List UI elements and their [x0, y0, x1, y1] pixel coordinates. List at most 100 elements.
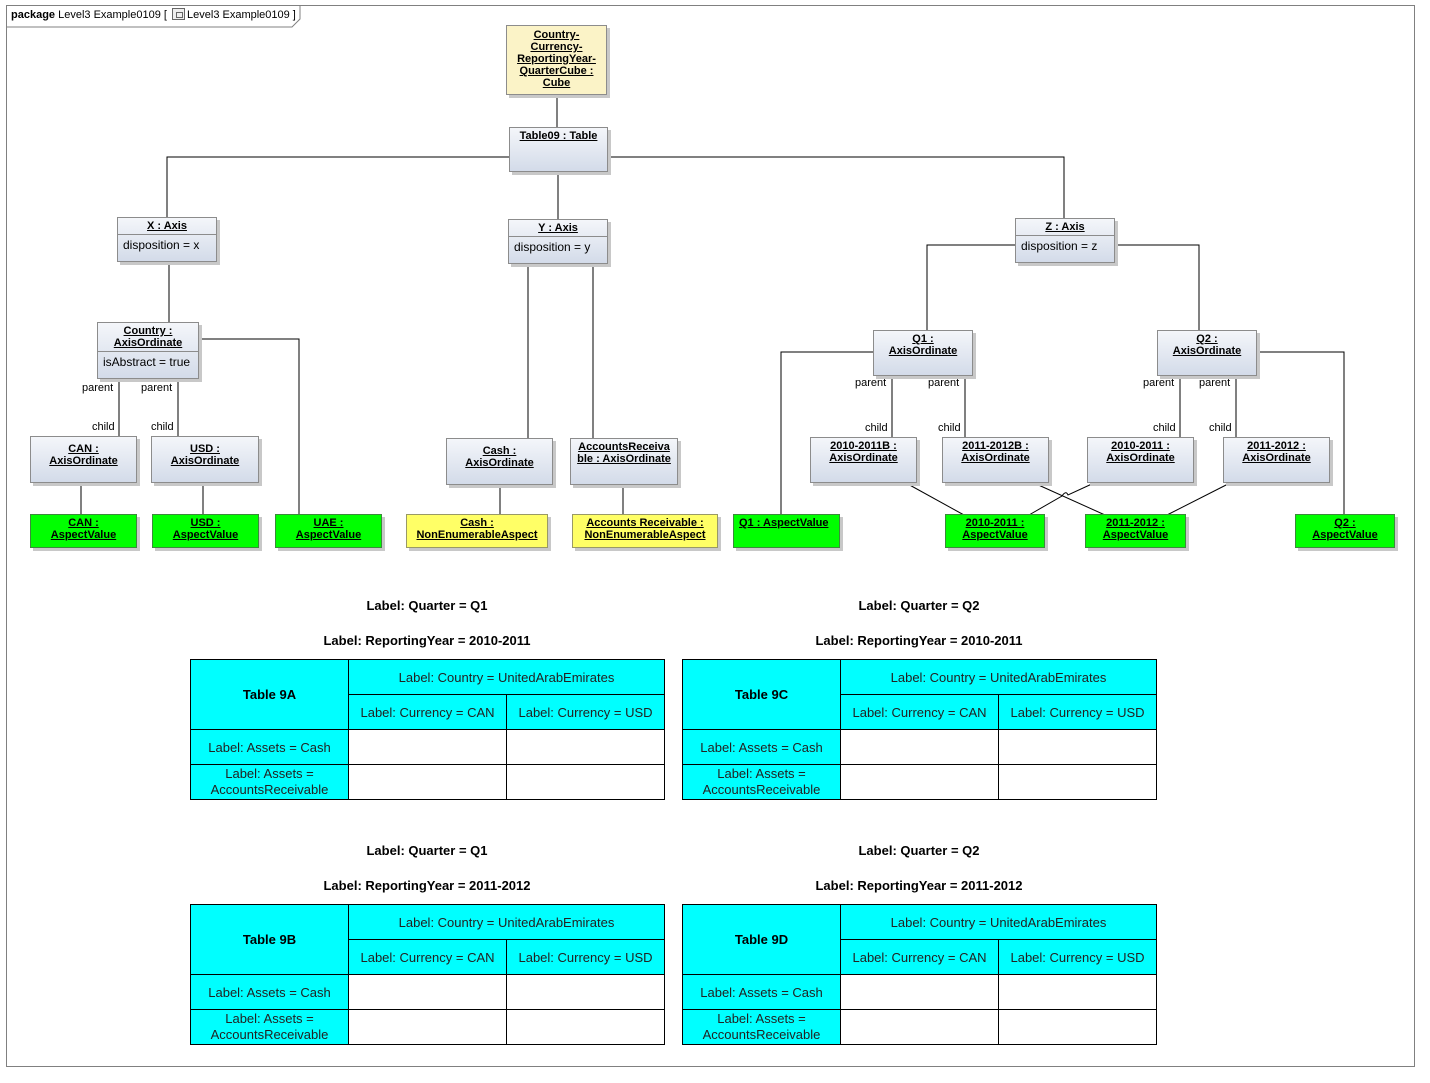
data-cell[interactable]: [840, 974, 999, 1010]
parent-label: parent: [928, 377, 960, 389]
table-9c-quarter-label: Label: Quarter = Q2: [858, 598, 980, 613]
can-title: CAN : AxisOrdinate: [49, 443, 118, 467]
2011-value-link: [1166, 482, 1231, 516]
data-cell[interactable]: [998, 729, 1157, 765]
table-9a-year-label: Label: ReportingYear = 2010-2011: [323, 633, 531, 648]
child-label: child: [1209, 422, 1232, 434]
table-9d-year-label: Label: ReportingYear = 2011-2012: [815, 878, 1023, 893]
data-cell[interactable]: [506, 1009, 665, 1045]
x-axis-disposition: disposition = x: [118, 234, 216, 255]
usd-title: USD : AxisOrdinate: [170, 443, 240, 467]
z-q1-link: [926, 244, 1016, 331]
z-axis-title: Z : Axis: [1045, 221, 1085, 233]
cash-ordinate-node[interactable]: Cash : AxisOrdinate: [446, 438, 553, 485]
child-label: child: [151, 421, 174, 433]
table-9c: Table 9C Label: Country = UnitedArabEmir…: [682, 659, 1157, 800]
2011-2012-aspect-value-node[interactable]: 2011-2012 : AspectValue: [1085, 514, 1186, 548]
country-ordinate-node[interactable]: Country : AxisOrdinate isAbstract = true: [97, 322, 199, 379]
data-cell[interactable]: [348, 729, 507, 765]
country-header-cell: Label: Country = UnitedArabEmirates: [348, 659, 665, 695]
table-name-cell: Table 9B: [190, 904, 349, 975]
q2-value-link: [1257, 351, 1345, 515]
currency-can-header-cell: Label: Currency = CAN: [348, 939, 507, 975]
data-cell[interactable]: [348, 764, 507, 800]
y-axis-disposition: disposition = y: [509, 236, 607, 257]
data-cell[interactable]: [348, 974, 507, 1010]
cash-aspect-node[interactable]: Cash : NonEnumerableAspect: [406, 514, 548, 548]
country-header-cell: Label: Country = UnitedArabEmirates: [840, 659, 1157, 695]
package-name: Level3 Example0109 [: [58, 9, 167, 21]
data-cell[interactable]: [840, 729, 999, 765]
table-node[interactable]: Table09 : Table: [509, 127, 608, 172]
country-is-abstract: isAbstract = true: [98, 351, 198, 372]
currency-usd-header-cell: Label: Currency = USD: [998, 939, 1157, 975]
row-header-cash: Label: Assets = Cash: [682, 729, 841, 765]
can-value-title: CAN : AspectValue: [50, 517, 117, 541]
data-cell[interactable]: [506, 764, 665, 800]
table-9b-year-label: Label: ReportingYear = 2011-2012: [323, 878, 531, 893]
table-9b-quarter-label: Label: Quarter = Q1: [366, 843, 488, 858]
child-label: child: [1153, 422, 1176, 434]
child-label: child: [865, 422, 888, 434]
can-aspect-value-node[interactable]: CAN : AspectValue: [30, 514, 137, 548]
table-9d: Table 9D Label: Country = UnitedArabEmir…: [682, 904, 1157, 1045]
2011-2012b-ordinate-node[interactable]: 2011-2012B : AxisOrdinate: [942, 437, 1049, 483]
currency-can-header-cell: Label: Currency = CAN: [840, 939, 999, 975]
2010-2011b-ordinate-node[interactable]: 2010-2011B : AxisOrdinate: [810, 437, 917, 483]
accounts-receivable-aspect-node[interactable]: Accounts Receivable : NonEnumerableAspec…: [572, 514, 718, 548]
uae-aspect-value-node[interactable]: UAE : AspectValue: [275, 514, 382, 548]
table-z-link: [608, 156, 1065, 219]
2010-value-link: [1028, 482, 1095, 516]
cube-title: Country-Currency-ReportingYear-QuarterCu…: [517, 29, 596, 89]
table-9d-quarter-label: Label: Quarter = Q2: [858, 843, 980, 858]
q2-aspect-value-node[interactable]: Q2 : AspectValue: [1295, 514, 1395, 548]
2011-2012-value-title: 2011-2012 : AspectValue: [1102, 517, 1169, 541]
row-header-cash: Label: Assets = Cash: [190, 729, 349, 765]
2011-2012-ordinate-node[interactable]: 2011-2012 : AxisOrdinate: [1223, 437, 1330, 483]
parent-label: parent: [82, 382, 114, 394]
2010-2011-aspect-value-node[interactable]: 2010-2011 : AspectValue: [945, 514, 1045, 548]
usd-ordinate-node[interactable]: USD : AxisOrdinate: [151, 436, 259, 483]
currency-can-header-cell: Label: Currency = CAN: [348, 694, 507, 730]
2011-2012b-title: 2011-2012B : AxisOrdinate: [961, 440, 1030, 464]
data-cell[interactable]: [506, 729, 665, 765]
data-cell[interactable]: [348, 1009, 507, 1045]
z-axis-node[interactable]: Z : Axis disposition = z: [1015, 218, 1115, 263]
q2-title: Q2 : AxisOrdinate: [1172, 333, 1242, 357]
package-tab: package Level3 Example0109 [ Level3 Exam…: [6, 5, 301, 28]
currency-usd-header-cell: Label: Currency = USD: [506, 694, 665, 730]
y-axis-node[interactable]: Y : Axis disposition = y: [508, 219, 608, 264]
2010-2011-ordinate-node[interactable]: 2010-2011 : AxisOrdinate: [1087, 437, 1194, 483]
row-header-accounts-receivable: Label: Assets = AccountsReceivable: [682, 1009, 841, 1045]
accounts-receivable-title: AccountsReceivable : AxisOrdinate: [577, 441, 671, 465]
data-cell[interactable]: [840, 764, 999, 800]
data-cell[interactable]: [840, 1009, 999, 1045]
usd-aspect-value-node[interactable]: USD : AspectValue: [152, 514, 259, 548]
q2-ordinate-node[interactable]: Q2 : AxisOrdinate: [1157, 330, 1257, 376]
country-header-cell: Label: Country = UnitedArabEmirates: [840, 904, 1157, 940]
data-cell[interactable]: [998, 974, 1157, 1010]
data-cell[interactable]: [506, 974, 665, 1010]
q2-value-title: Q2 : AspectValue: [1312, 517, 1378, 541]
z-q2-link: [1115, 244, 1200, 331]
currency-usd-header-cell: Label: Currency = USD: [506, 939, 665, 975]
x-axis-node[interactable]: X : Axis disposition = x: [117, 217, 217, 262]
package-frame: [6, 5, 1415, 1067]
2010-2011-value-title: 2010-2011 : AspectValue: [962, 517, 1028, 541]
currency-can-header-cell: Label: Currency = CAN: [840, 694, 999, 730]
q1-aspect-value-node[interactable]: Q1 : AspectValue: [733, 514, 840, 548]
table-name-cell: Table 9D: [682, 904, 841, 975]
can-ordinate-node[interactable]: CAN : AxisOrdinate: [30, 436, 137, 483]
usd-value-title: USD : AspectValue: [172, 517, 239, 541]
q1-ordinate-node[interactable]: Q1 : AxisOrdinate: [873, 330, 973, 376]
accounts-receivable-ordinate-node[interactable]: AccountsReceivable : AxisOrdinate: [570, 438, 678, 485]
data-cell[interactable]: [998, 764, 1157, 800]
data-cell[interactable]: [998, 1009, 1157, 1045]
parent-label: parent: [1143, 377, 1175, 389]
package-keyword: package: [11, 9, 56, 21]
currency-usd-header-cell: Label: Currency = USD: [998, 694, 1157, 730]
cube-node[interactable]: Country-Currency-ReportingYear-QuarterCu…: [506, 25, 607, 95]
q1-title: Q1 : AxisOrdinate: [888, 333, 958, 357]
table-title: Table09 : Table: [519, 130, 598, 142]
